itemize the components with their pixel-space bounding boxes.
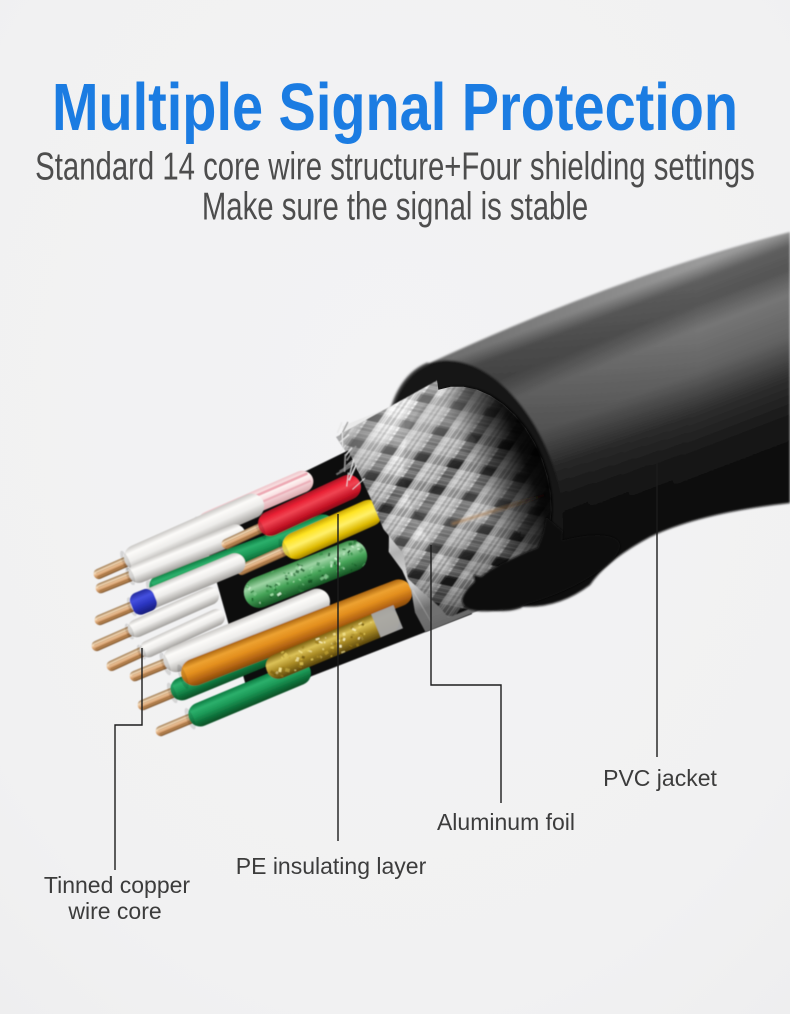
- svg-text:Standard 14 core wire structur: Standard 14 core wire structure+Four shi…: [35, 146, 755, 189]
- svg-text:Make sure the signal is stable: Make sure the signal is stable: [202, 186, 588, 229]
- svg-text:PVC jacket: PVC jacket: [603, 765, 717, 791]
- svg-text:Multiple Signal Protection: Multiple Signal Protection: [52, 70, 738, 145]
- svg-text:PE insulating layer: PE insulating layer: [236, 853, 427, 879]
- svg-text:wire core: wire core: [67, 898, 161, 924]
- svg-text:Tinned copper: Tinned copper: [44, 872, 191, 898]
- svg-text:Aluminum foil: Aluminum foil: [437, 809, 575, 835]
